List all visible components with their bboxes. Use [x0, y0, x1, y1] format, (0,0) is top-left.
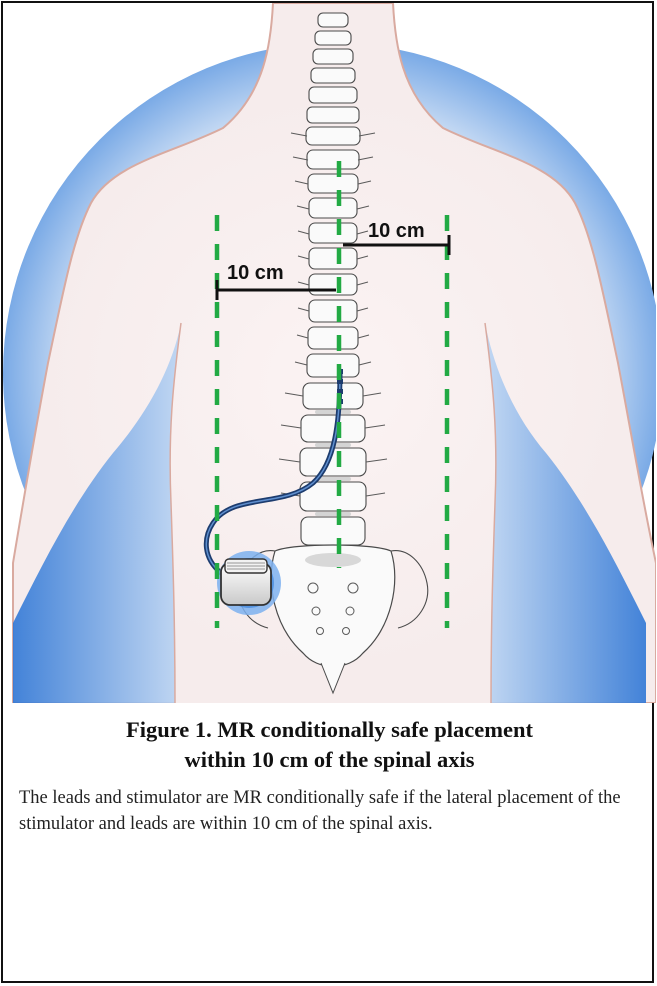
- right-distance-label: 10 cm: [368, 220, 425, 242]
- left-distance-label: 10 cm: [227, 262, 284, 284]
- spine: [300, 13, 366, 545]
- stimulator-device: [217, 551, 281, 615]
- caption-line-1: Figure 1. MR conditionally safe placemen…: [23, 715, 636, 745]
- spine-illustration: 10 cm 10 cm: [3, 3, 656, 703]
- caption-line-2: within 10 cm of the spinal axis: [23, 745, 636, 775]
- figure-description: The leads and stimulator are MR conditio…: [19, 785, 644, 837]
- figure-caption: Figure 1. MR conditionally safe placemen…: [23, 715, 636, 775]
